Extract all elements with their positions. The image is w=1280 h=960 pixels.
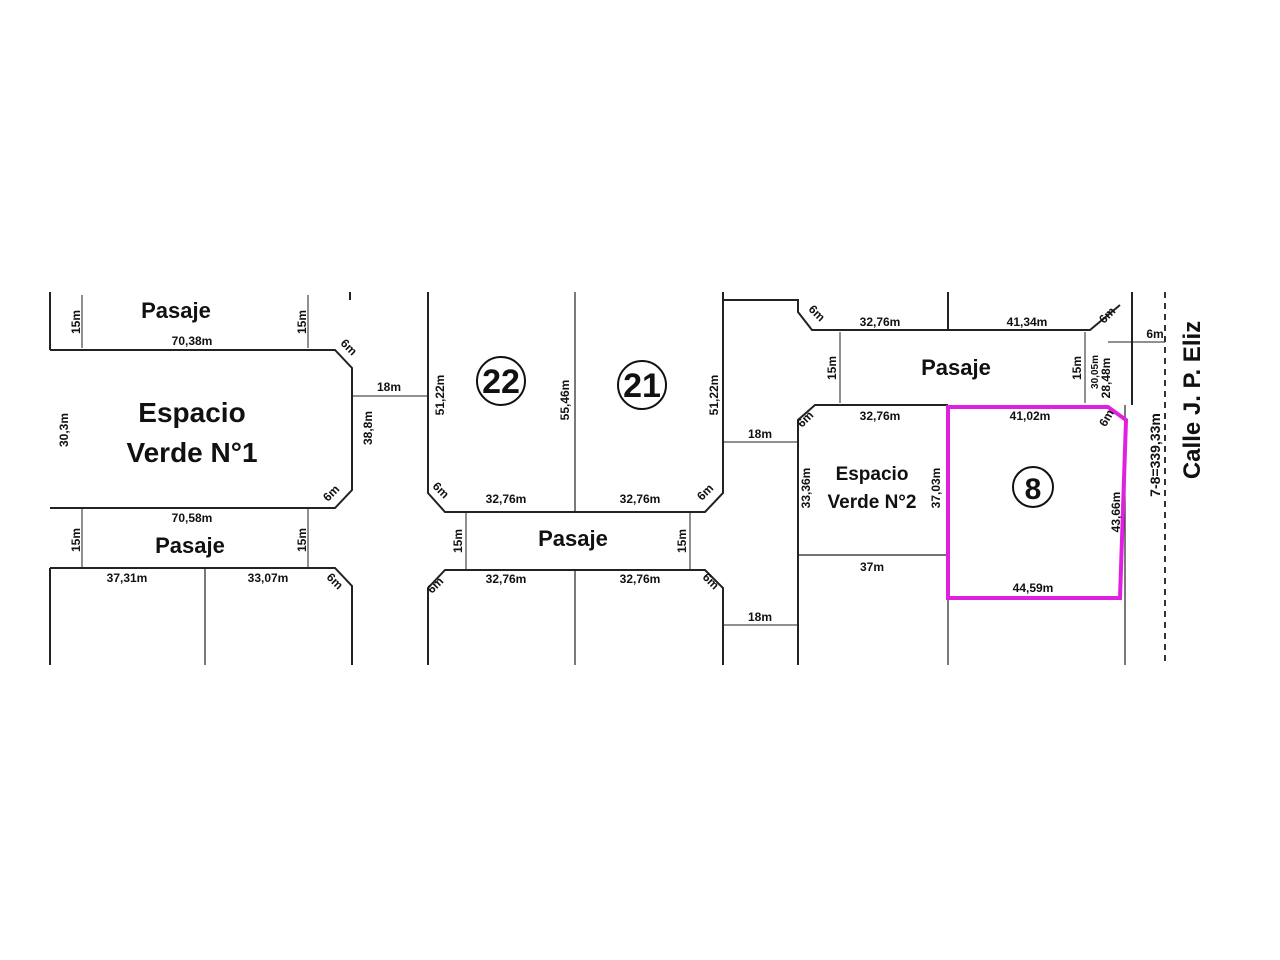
measure: 6m [320,482,342,504]
measure: 15m [825,356,839,380]
crop-mask [0,666,1280,960]
lot-8-circle [1012,466,1054,508]
lot-21-number: 21 [623,367,661,405]
measure: 37,31m [107,571,148,585]
measure: 55,46m [558,380,572,421]
espacio-verde-2-title: Verde N°2 [828,492,917,513]
measure: 18m [748,427,772,441]
measure: 6m [806,302,828,324]
lot-22-number: 22 [482,363,520,401]
espacio-verde-1-title: Verde N°1 [126,437,257,468]
measure: 15m [675,529,689,553]
measure: 30,05m [1090,355,1101,389]
measure: 33,36m [799,468,813,509]
street-name: Calle J. P. Eliz [1179,321,1206,479]
measure: 18m [377,380,401,394]
measure: 15m [451,529,465,553]
measure: 6m [700,570,722,592]
measure: 30,3m [57,413,71,447]
measure: 15m [295,528,309,552]
measure: 28,48m [1099,358,1113,399]
measure: 15m [1070,356,1084,380]
pasaje-label: Pasaje [155,533,225,558]
measure: 6m [1146,327,1163,341]
measure: 32,76m [486,572,527,586]
measure: 70,58m [172,511,213,525]
espacio-verde-1-block [50,349,353,509]
crop-mask [1208,292,1280,666]
measure: 38,8m [361,411,375,445]
espacio-verde-2-block [797,404,948,665]
block-edge [50,567,353,665]
measure: 51,22m [707,375,721,416]
street-length: 7-8=339,33m [1147,413,1163,497]
lot-8-highlight[interactable] [946,405,1129,600]
measure: 18m [748,610,772,624]
measure: 70,38m [172,334,213,348]
measure: 32,76m [620,572,661,586]
lot-21-circle [617,360,667,410]
measure: 33,07m [248,571,289,585]
measure: 6m [324,570,346,592]
espacio-verde-1-title: Espacio [138,397,245,428]
measure: 32,76m [620,492,661,506]
pasaje-label: Pasaje [538,526,608,551]
crop-mask [0,0,1280,292]
measure: 15m [295,310,309,334]
measure: 41,34m [1007,315,1048,329]
block-edge [723,299,1121,331]
pasaje-label: Pasaje [141,298,211,323]
espacio-verde-2-title: Espacio [836,464,909,485]
measure: 32,76m [486,492,527,506]
measure: 41,02m [1010,409,1051,423]
measure: 37,03m [929,468,943,509]
measure: 44,59m [1013,581,1054,595]
measure: 43,66m [1109,492,1123,533]
measure: 15m [69,310,83,334]
measure: 32,76m [860,409,901,423]
measure: 6m [694,481,716,503]
lot-22-circle [476,356,526,406]
measure: 32,76m [860,315,901,329]
pasaje-label: Pasaje [921,355,991,380]
measure: 37m [860,560,884,574]
measure: 15m [69,528,83,552]
lot-8-number: 8 [1025,473,1042,506]
measure: 51,22m [433,375,447,416]
measure: 6m [338,336,360,358]
